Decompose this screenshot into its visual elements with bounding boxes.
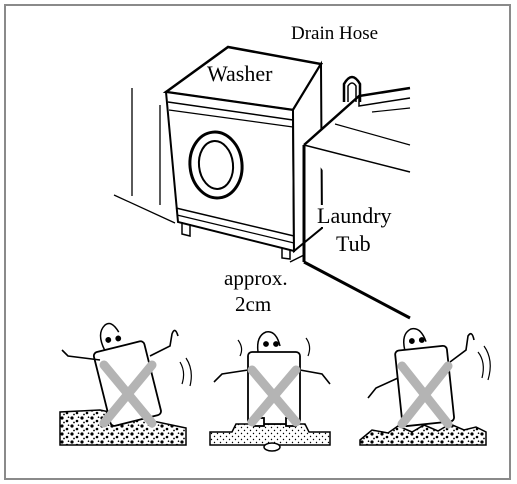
room-wall (113, 88, 176, 224)
incorrect-cross-mark (247, 365, 301, 427)
incorrect-cross-mark (99, 360, 157, 428)
washer-label: Washer (207, 61, 273, 86)
approx-label: approx. (222, 266, 290, 290)
distance-label: 2cm (233, 292, 274, 316)
laundry-label: Laundry (315, 203, 394, 228)
tub-label: Tub (334, 231, 373, 256)
incorrect-example-slope (59, 322, 192, 446)
incorrect-example-platform (209, 331, 331, 452)
washer-machine (162, 45, 324, 260)
incorrect-cross-mark (397, 361, 453, 429)
drain-hose (342, 75, 362, 102)
incorrect-example-rough-floor (359, 327, 491, 446)
drain-hose-label: Drain Hose (291, 23, 379, 44)
